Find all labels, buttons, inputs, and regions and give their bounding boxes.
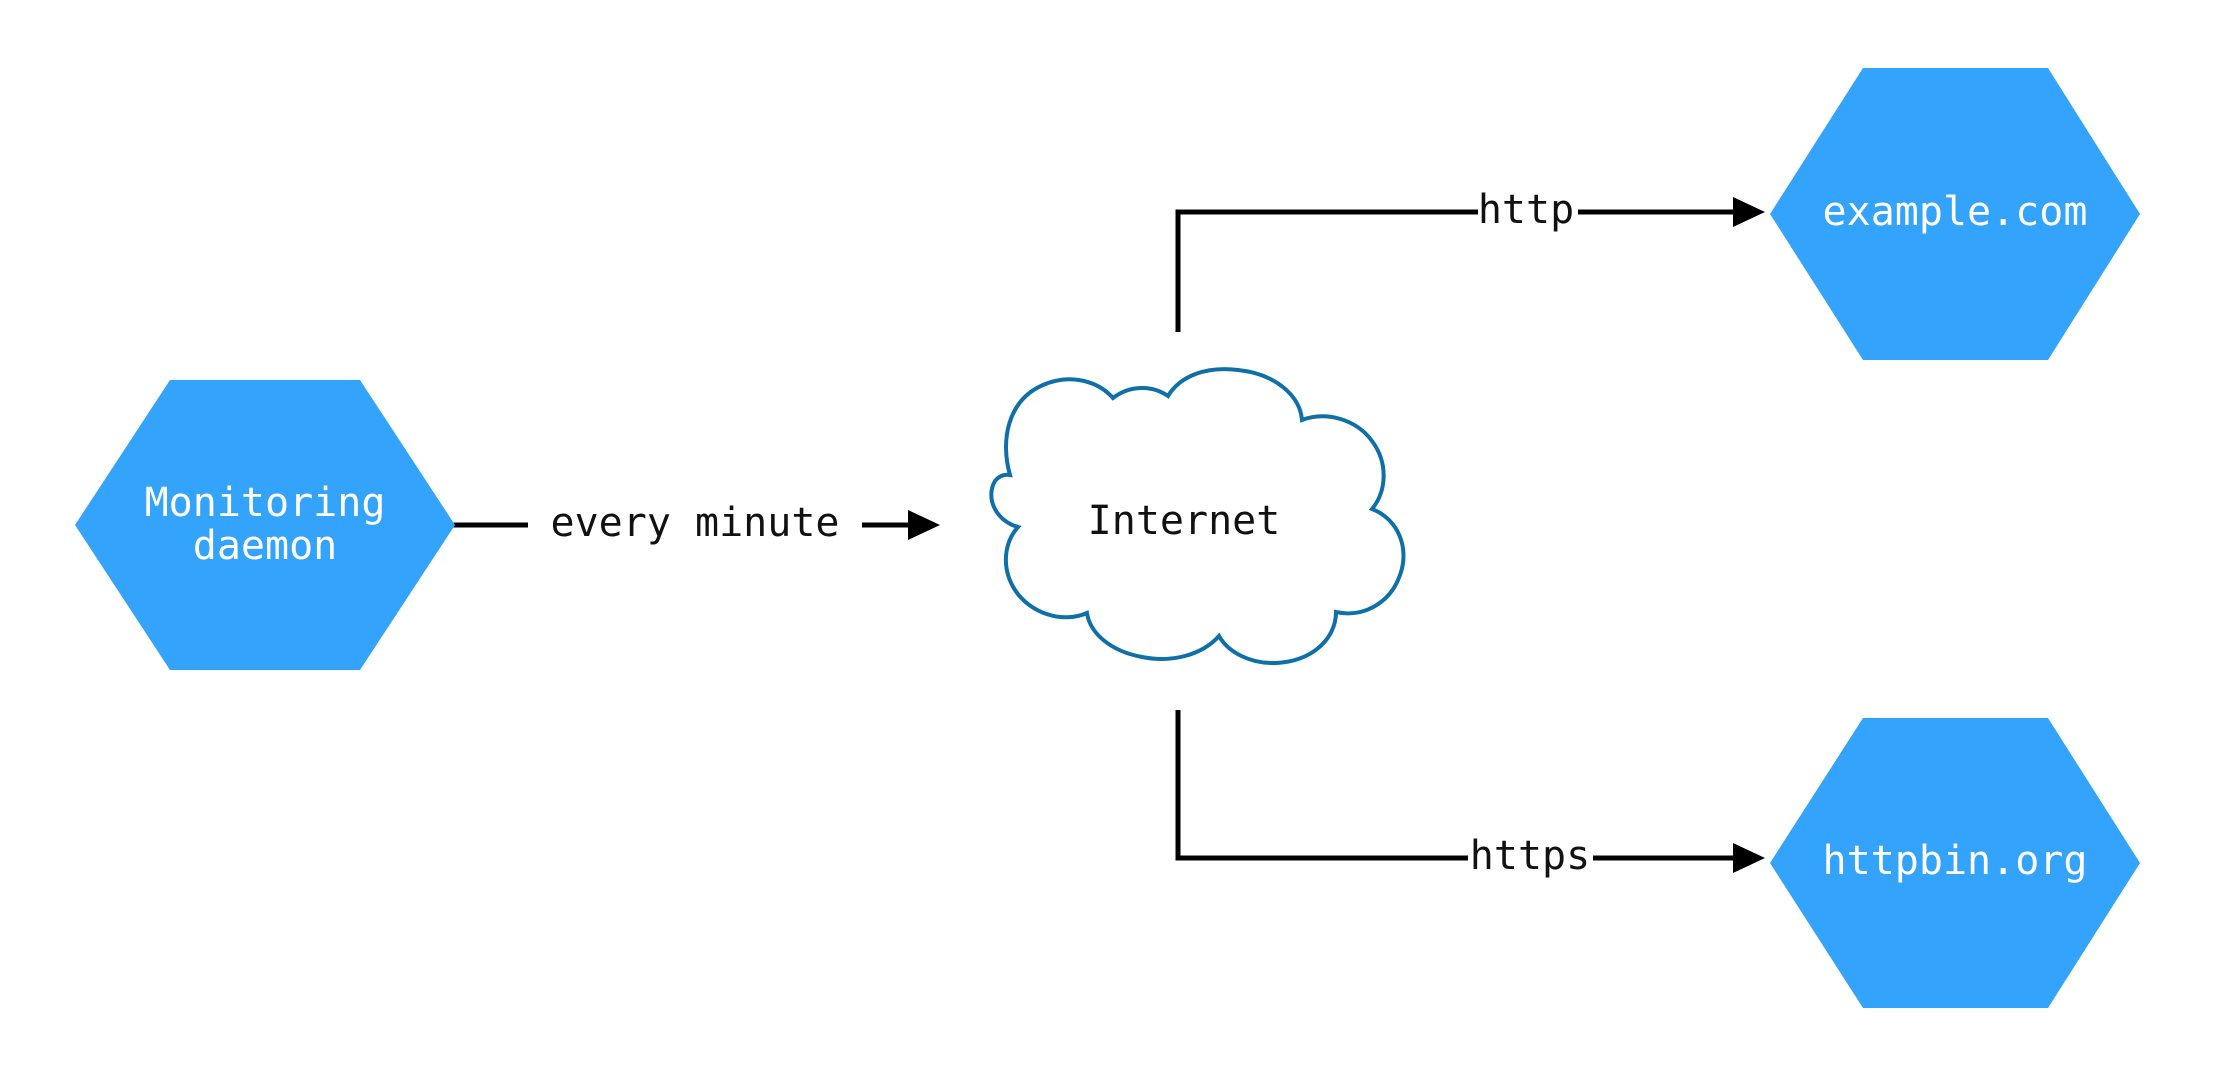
node-internet[interactable]: Internet [989, 367, 1406, 666]
arrowhead-icon [1733, 197, 1765, 227]
edge-http-label: http [1478, 187, 1574, 233]
edge-https[interactable]: https [1175, 710, 1765, 879]
hexagon-shape [75, 380, 455, 670]
node-internet-label: Internet [1088, 498, 1281, 544]
hexagon-shape [1770, 68, 2140, 360]
node-example-com[interactable]: example.com [1770, 68, 2140, 360]
arrowhead-icon [1733, 843, 1765, 873]
node-monitoring-daemon-label-line1: Monitoring [145, 480, 386, 526]
cloud-shape [989, 367, 1406, 666]
node-example-com-label: example.com [1823, 189, 2088, 235]
edge-every-minute[interactable]: every minute [450, 500, 940, 546]
edge-every-minute-label: every minute [551, 500, 840, 546]
edge-https-label: https [1470, 833, 1590, 879]
node-httpbin-org[interactable]: httpbin.org [1770, 718, 2140, 1008]
edge-http-line-left [1175, 209, 1478, 332]
node-monitoring-daemon-label-line2: daemon [193, 523, 338, 569]
hexagon-shape [1770, 718, 2140, 1008]
edge-http[interactable]: http [1175, 187, 1765, 332]
arrowhead-icon [908, 510, 940, 540]
edge-https-line-left [1175, 710, 1468, 861]
node-monitoring-daemon[interactable]: Monitoring daemon [75, 380, 455, 670]
node-httpbin-org-label: httpbin.org [1823, 838, 2088, 884]
